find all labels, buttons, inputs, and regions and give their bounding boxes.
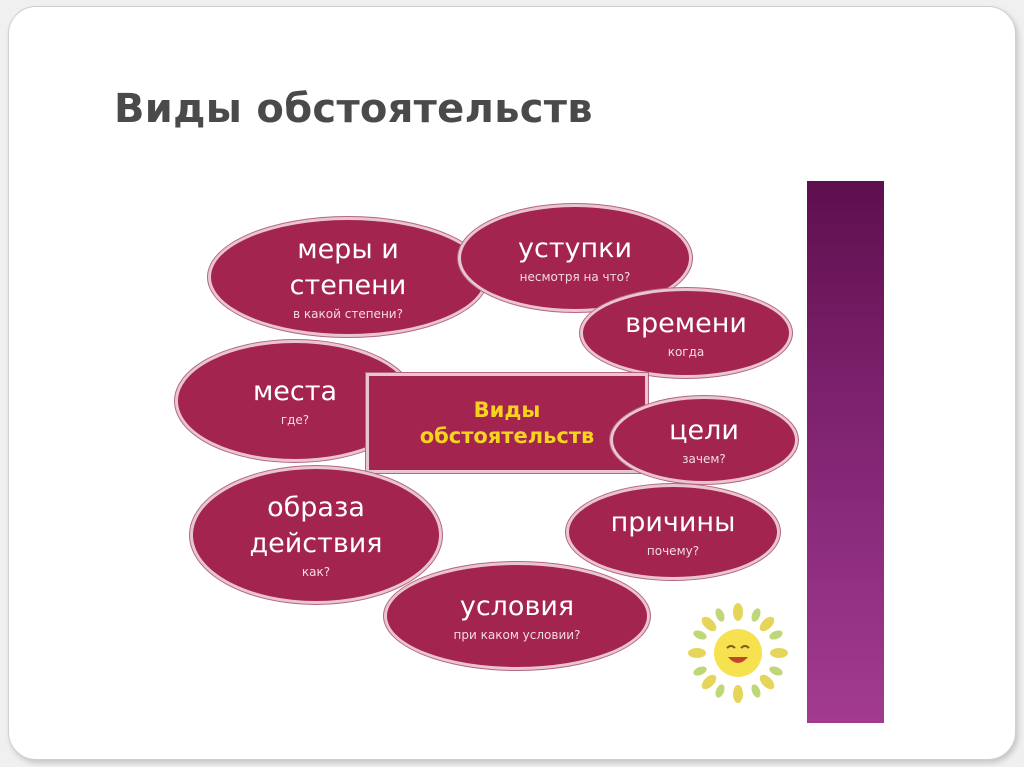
sun-icon (688, 603, 788, 703)
node-question: где? (280, 413, 310, 427)
side-bar (807, 181, 884, 723)
node-measure-degree: меры и степени в какой степени? (208, 217, 488, 337)
node-concession: уступки несмотря на что? (458, 204, 692, 312)
center-node: Виды обстоятельств (366, 373, 648, 473)
node-manner: образа действия как? (190, 466, 442, 604)
node-label: места (252, 376, 338, 407)
node-label: времени (625, 308, 747, 339)
node-label: условия (459, 591, 575, 622)
node-label: уступки (517, 233, 633, 264)
node-label: причины (610, 507, 736, 538)
node-reason: причины почему? (566, 484, 780, 580)
node-question: при каком условии? (453, 628, 581, 642)
node-label: цели (669, 415, 739, 446)
node-label: меры и степени (289, 234, 407, 301)
node-question: когда (667, 345, 705, 359)
node-question: как? (301, 565, 331, 579)
node-question: несмотря на что? (519, 270, 631, 284)
slide-title: Виды обстоятельств (114, 86, 593, 132)
node-question: почему? (646, 544, 700, 558)
node-time: времени когда (580, 288, 792, 378)
node-condition: условия при каком условии? (384, 562, 650, 670)
node-question: зачем? (682, 452, 726, 466)
center-label: Виды обстоятельств (419, 398, 595, 448)
node-question: в какой степени? (293, 307, 403, 321)
node-label: образа действия (249, 492, 383, 559)
node-purpose: цели зачем? (610, 396, 798, 484)
